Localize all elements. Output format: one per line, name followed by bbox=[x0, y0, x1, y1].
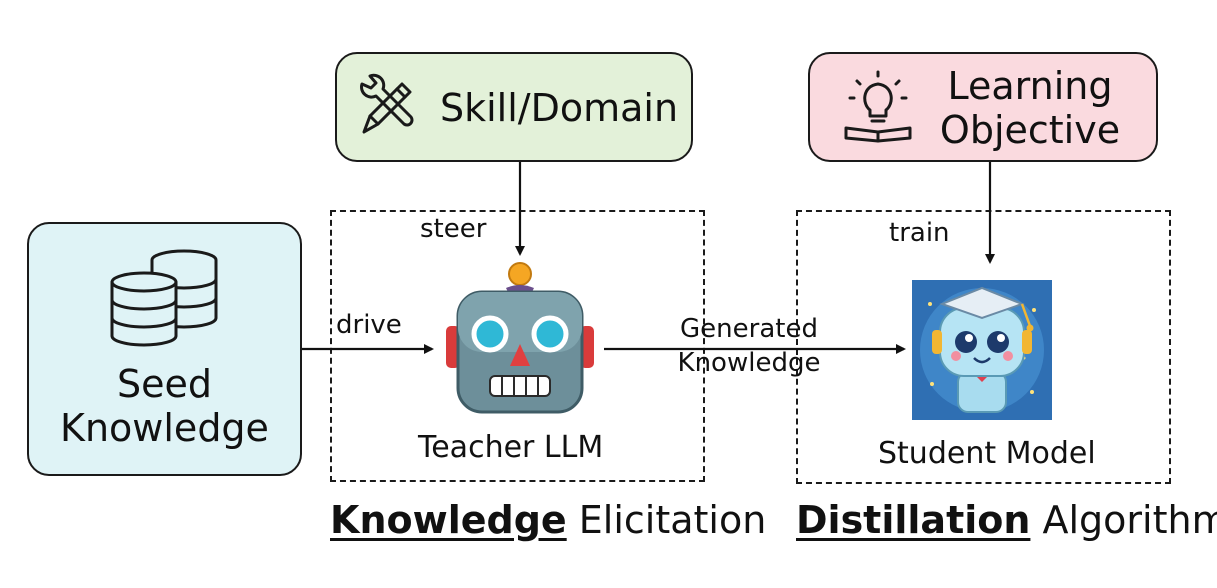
learning-objective-line2: Objective bbox=[939, 108, 1121, 152]
distillation-algorithm-bold: Distillation bbox=[796, 498, 1031, 542]
generated-knowledge-label: Generated Knowledge bbox=[664, 312, 834, 380]
tools-icon bbox=[360, 73, 414, 134]
skill-domain-label: Skill/Domain bbox=[440, 86, 679, 130]
lightbulb-book-icon bbox=[844, 70, 912, 143]
database-icon bbox=[110, 249, 218, 347]
knowledge-elicitation-rest: Elicitation bbox=[566, 498, 767, 542]
drive-label: drive bbox=[336, 310, 402, 340]
robot-teacher-icon bbox=[446, 262, 594, 414]
learning-objective-label: Learning Objective bbox=[930, 64, 1130, 152]
generated-line2: Knowledge bbox=[677, 348, 821, 378]
distillation-algorithm-rest: Algorithm bbox=[1030, 498, 1217, 542]
knowledge-elicitation-bold: Knowledge bbox=[330, 498, 567, 542]
distillation-algorithm-region bbox=[796, 210, 1171, 484]
student-model-label: Student Model bbox=[878, 436, 1096, 471]
seed-knowledge-label: Seed Knowledge bbox=[27, 362, 302, 450]
teacher-llm-label: Teacher LLM bbox=[418, 430, 604, 465]
knowledge-elicitation-region bbox=[330, 210, 705, 482]
distillation-algorithm-title: Distillation Algorithm bbox=[796, 498, 1217, 542]
knowledge-elicitation-title: Knowledge Elicitation bbox=[330, 498, 766, 542]
steer-label: steer bbox=[420, 214, 487, 244]
generated-line1: Generated bbox=[680, 314, 818, 344]
train-label: train bbox=[889, 218, 950, 248]
robot-student-icon bbox=[912, 280, 1052, 420]
seed-line2: Knowledge bbox=[60, 406, 269, 450]
seed-line1: Seed bbox=[117, 362, 212, 406]
learning-objective-line1: Learning bbox=[947, 64, 1113, 108]
